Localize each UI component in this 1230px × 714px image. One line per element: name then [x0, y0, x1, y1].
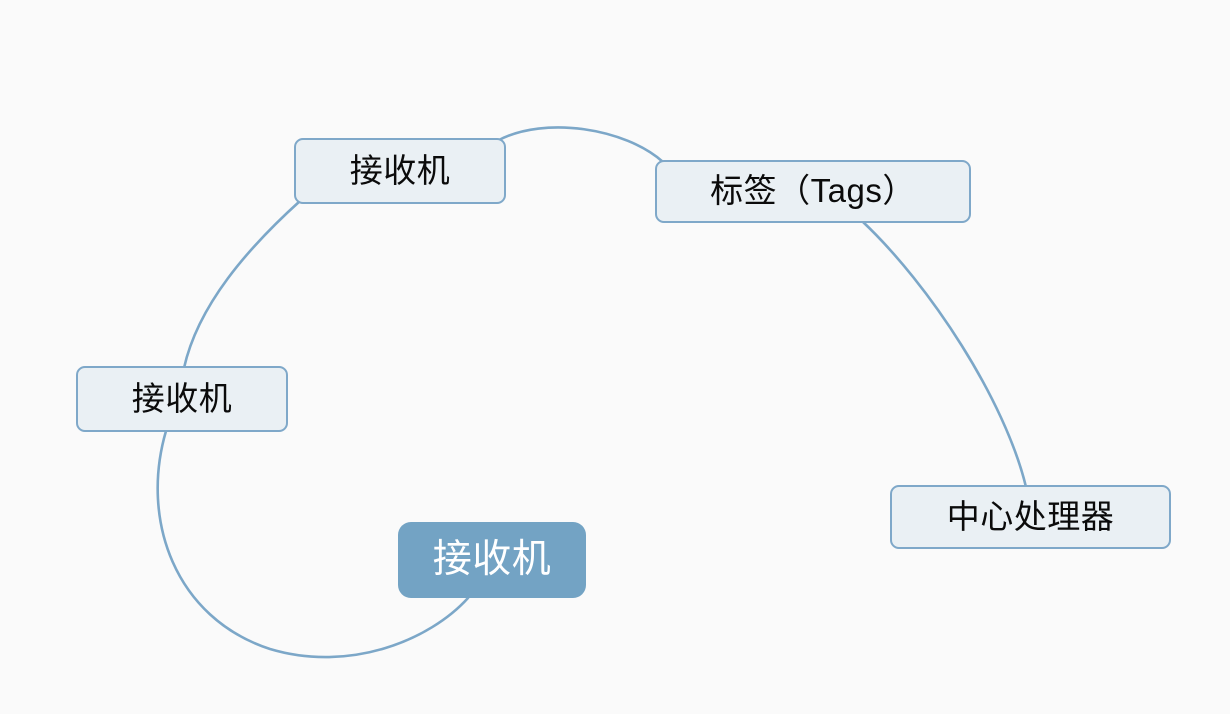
node-receiver-left[interactable]: 接收机 [76, 366, 288, 432]
edge-receiver-top-to-tags [497, 126, 665, 164]
node-label: 标签（Tags） [710, 172, 916, 209]
node-receiver-top[interactable]: 接收机 [294, 138, 506, 204]
node-label: 接收机 [131, 379, 233, 417]
node-receiver-selected[interactable]: 接收机 [398, 522, 586, 598]
node-tags[interactable]: 标签（Tags） [655, 160, 971, 223]
node-label: 中心处理器 [946, 497, 1115, 535]
edge-tags-to-central-processor [860, 219, 1028, 489]
edge-receiver-top-to-receiver-left [182, 199, 302, 370]
node-label: 接收机 [432, 537, 552, 581]
node-central-processor[interactable]: 中心处理器 [890, 485, 1171, 549]
node-label: 接收机 [349, 151, 451, 189]
